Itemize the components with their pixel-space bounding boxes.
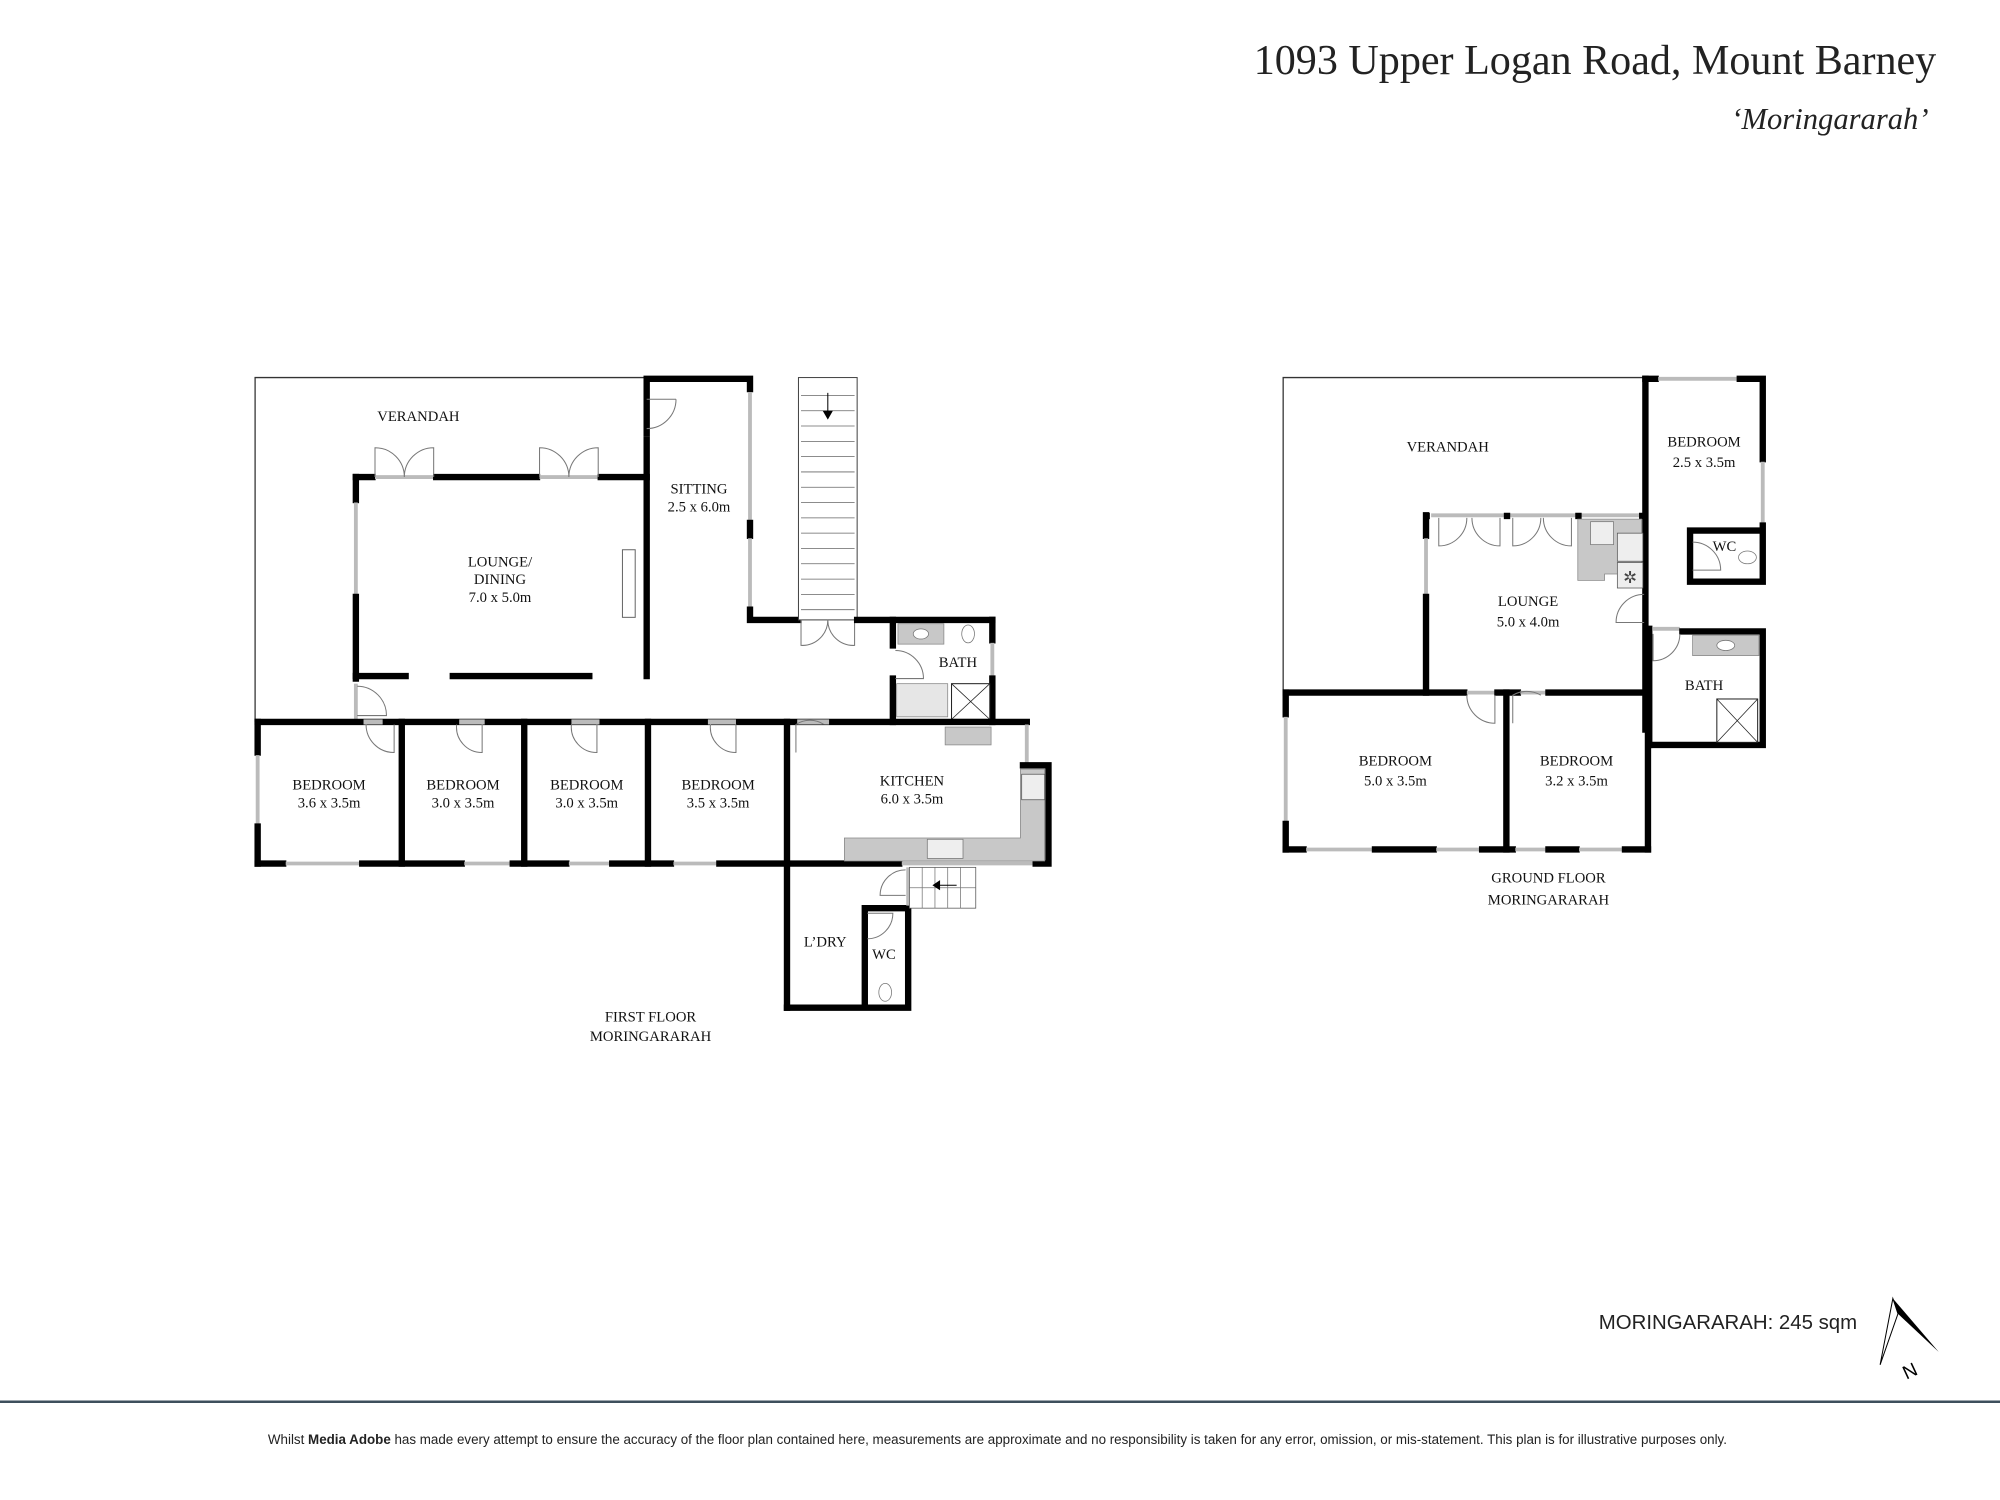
kitchen-sink-icon — [926, 838, 964, 859]
north-arrow-icon: N — [1879, 1296, 1939, 1384]
toilet-icon — [878, 983, 892, 1002]
room-label: VERANDAH — [377, 409, 460, 425]
room-size: 3.6 x 3.5m — [298, 795, 361, 811]
sink-icon — [1590, 521, 1614, 546]
fan-icon: ✲ — [1623, 568, 1637, 587]
room-label: VERANDAH — [1407, 440, 1490, 456]
room-label: BEDROOM — [1667, 434, 1740, 450]
room-label: BATH — [1685, 678, 1724, 694]
stairs-icon — [909, 866, 977, 909]
room-size: 2.5 x 6.0m — [668, 499, 731, 515]
kitchen-bench — [844, 768, 1046, 862]
room-label: BEDROOM — [550, 778, 623, 794]
room-label: LOUNGE/ — [468, 554, 533, 570]
sink-icon — [1716, 639, 1736, 651]
floor-caption: FIRST FLOOR — [605, 1010, 697, 1026]
room-size: 5.0 x 3.5m — [1364, 774, 1427, 790]
room-size: 3.2 x 3.5m — [1545, 774, 1608, 790]
room-size: 2.5 x 3.5m — [1673, 455, 1736, 471]
room-label: DINING — [474, 572, 527, 588]
first-floor-plan: VERANDAH LOUNGE/ DINING 7.0 x 5.0m SITTI… — [254, 375, 1052, 1045]
room-label: WC — [872, 947, 896, 963]
room-label: SITTING — [670, 482, 727, 498]
verandah-outline — [1282, 376, 1646, 693]
fridge-icon — [944, 726, 992, 746]
room-size: 5.0 x 4.0m — [1497, 614, 1560, 630]
bathtub-icon — [896, 683, 949, 718]
room-size: 6.0 x 3.5m — [881, 792, 944, 808]
property-name: ‘Moringararah’ — [1731, 102, 1928, 136]
total-area: MORINGARARAH: 245 sqm — [1599, 1312, 1857, 1334]
room-size: 3.0 x 3.5m — [432, 795, 495, 811]
shower-icon — [1716, 698, 1759, 743]
floor-caption: MORINGARARAH — [1488, 892, 1610, 908]
room-label: BEDROOM — [681, 778, 754, 794]
room-size: 3.5 x 3.5m — [687, 795, 750, 811]
brand-name: Media Adobe — [308, 1432, 391, 1447]
verandah-outline — [254, 376, 645, 722]
room-label: BEDROOM — [292, 778, 365, 794]
toilet-icon — [1738, 550, 1757, 565]
room-label: L’DRY — [804, 934, 847, 950]
room-size: 3.0 x 3.5m — [555, 795, 618, 811]
room-label: BEDROOM — [1540, 753, 1613, 769]
toilet-icon — [961, 624, 975, 644]
cooktop-icon — [1616, 532, 1644, 562]
room-label: KITCHEN — [880, 774, 945, 790]
disclaimer: Whilst Media Adobe has made every attemp… — [268, 1432, 1727, 1447]
room-label: WC — [1713, 539, 1737, 555]
room-label: BEDROOM — [426, 778, 499, 794]
floor-caption: GROUND FLOOR — [1491, 871, 1606, 887]
shower-icon — [951, 683, 991, 720]
room-label: BATH — [939, 655, 978, 671]
fireplace-icon — [621, 549, 636, 618]
ground-floor-plan: ✲ VERANDAH BEDROOM 2.5 x 3.5m WC — [1282, 375, 1766, 908]
room-label: LOUNGE — [1498, 594, 1558, 610]
heater-icon — [1616, 562, 1644, 589]
north-label: N — [1900, 1359, 1921, 1384]
room-size: 7.0 x 5.0m — [469, 590, 532, 606]
stairs-icon — [797, 377, 858, 621]
address-title: 1093 Upper Logan Road, Mount Barney — [1254, 37, 1936, 84]
room-label: BEDROOM — [1359, 753, 1432, 769]
cooktop-icon — [1021, 773, 1046, 801]
floor-caption: MORINGARARAH — [590, 1029, 712, 1045]
